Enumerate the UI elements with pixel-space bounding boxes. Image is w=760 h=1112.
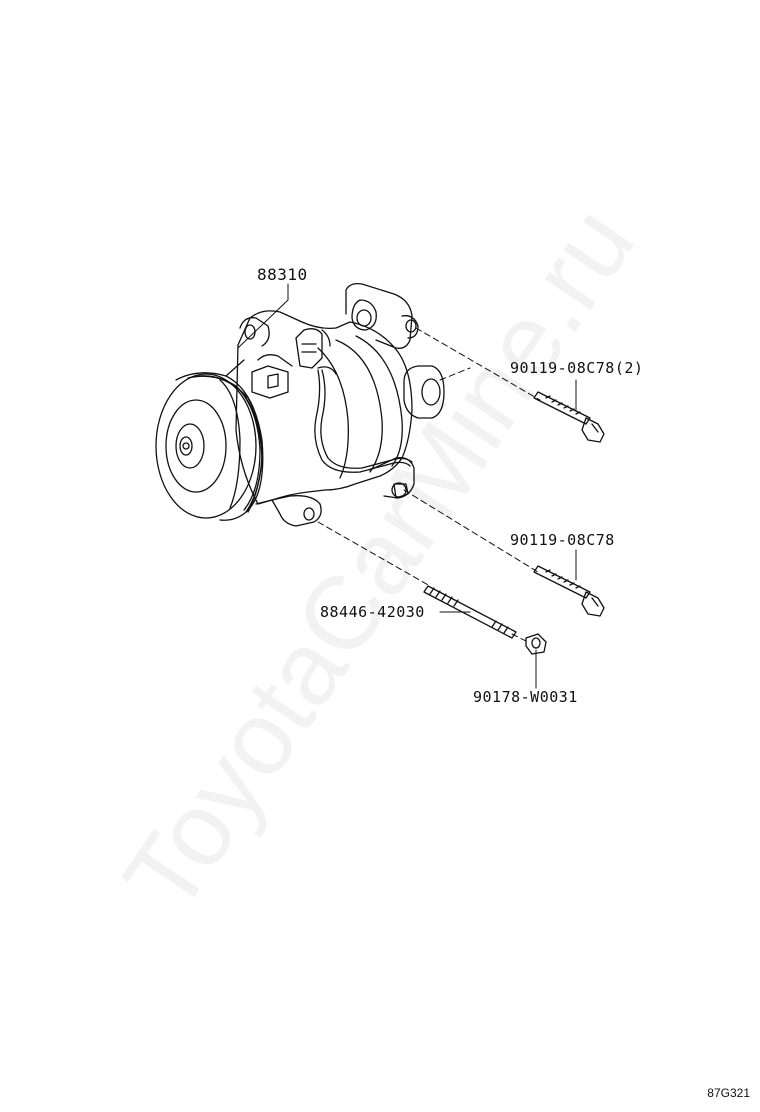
nut-drawing <box>525 633 547 655</box>
ac-compressor-drawing <box>155 282 445 527</box>
bolt-lower-drawing <box>533 565 605 617</box>
part-number-compressor[interactable]: 88310 <box>257 265 308 284</box>
part-number-bolt-lower[interactable]: 90119-08C78 <box>510 531 615 549</box>
figure-code: 87G321 <box>707 1086 750 1100</box>
alignment-dashes <box>317 327 541 643</box>
leader-lines <box>237 283 577 689</box>
part-number-bolt-upper[interactable]: 90119-08C78(2) <box>510 359 644 377</box>
stud-drawing <box>423 585 517 639</box>
bolt-upper-drawing <box>533 391 605 443</box>
leader-88310 <box>237 283 289 349</box>
part-number-stud[interactable]: 88446-42030 <box>320 603 425 621</box>
part-number-nut[interactable]: 90178-W0031 <box>473 688 578 706</box>
